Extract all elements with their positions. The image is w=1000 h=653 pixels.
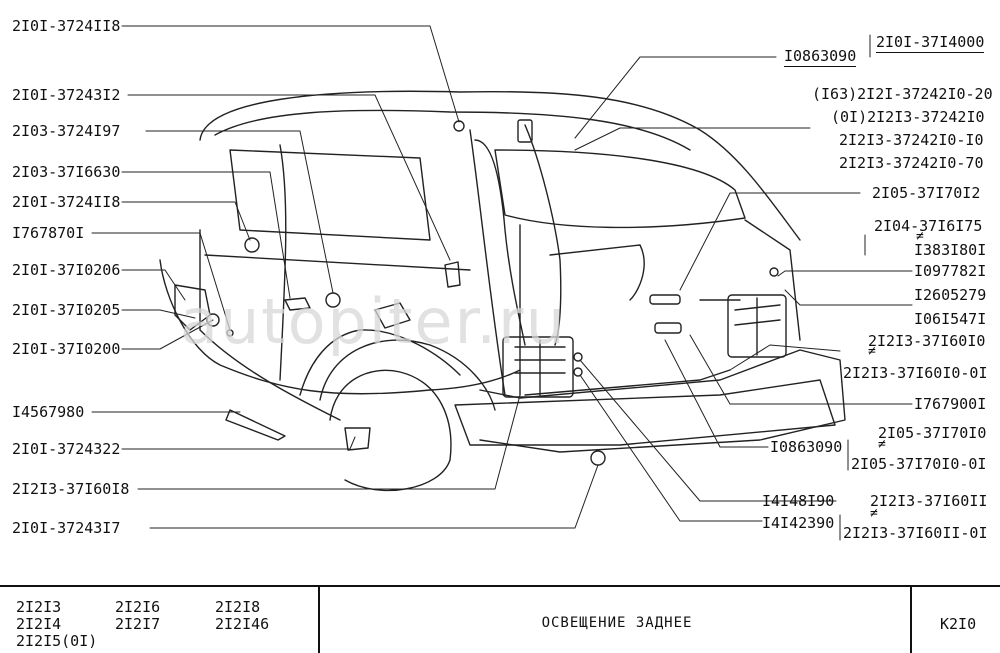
callout-label: (0I)2I2I3-37242I0 xyxy=(831,108,985,126)
rear-window xyxy=(494,149,746,229)
callout-label: I383I80I xyxy=(914,241,987,259)
lower-harness-part xyxy=(225,409,286,441)
not-equal-mark: ≠ xyxy=(870,506,878,521)
tail-lamp-left xyxy=(502,336,574,398)
callout-label: 2I05-37I70I2 xyxy=(872,184,981,202)
door-line xyxy=(204,254,471,271)
callout-label: I0863090 xyxy=(784,47,857,67)
callout-label: I767870I xyxy=(12,224,85,242)
bulb-1 xyxy=(573,352,583,362)
side-marker xyxy=(374,302,411,329)
harness-loop xyxy=(299,329,461,396)
callout-label: 2I0I-37I4000 xyxy=(876,33,985,53)
model-code: 2I2I5(0I) xyxy=(16,632,98,650)
harness-hatch xyxy=(549,244,645,301)
roof-inner xyxy=(214,109,691,151)
callout-label: I4567980 xyxy=(12,403,85,421)
callout-label: 2I2I3-37242I0-I0 xyxy=(839,131,984,149)
callout-label: 2I0I-3724322 xyxy=(12,440,121,458)
clip xyxy=(444,261,461,288)
side-window xyxy=(229,149,431,241)
roof-outline xyxy=(199,90,801,241)
model-code: 2I2I46 xyxy=(215,615,270,633)
harness-left xyxy=(159,259,521,395)
diagram-title: ОСВЕЩЕНИЕ ЗАДНЕЕ xyxy=(541,615,693,631)
callout-label: 2I03-37I6630 xyxy=(12,163,121,181)
callout-label: 2I0I-37I0205 xyxy=(12,301,121,319)
not-equal-mark: ≠ xyxy=(878,437,886,452)
callout-label: 2I05-37I70I0-0I xyxy=(851,455,987,473)
screw xyxy=(769,267,779,277)
callout-label: I0863090 xyxy=(770,438,843,456)
grommet-2 xyxy=(244,237,260,253)
callout-label: 2I0I-37I0200 xyxy=(12,340,121,358)
divider xyxy=(910,587,912,653)
wire-a xyxy=(279,144,287,381)
title-block: 2I2I3 2I2I4 2I2I5(0I) 2I2I6 2I2I7 2I2I8 … xyxy=(0,585,1000,653)
bumper xyxy=(454,379,836,446)
callout-label: 2I2I3-37242I0-70 xyxy=(839,154,984,172)
callout-label: 2I0I-3724II8 xyxy=(12,193,121,211)
connector xyxy=(284,297,311,311)
model-code: 2I2I4 xyxy=(16,615,62,633)
not-equal-mark: ≠ xyxy=(916,229,924,244)
not-equal-mark: ≠ xyxy=(868,344,876,359)
rear-pillar xyxy=(469,129,506,396)
body-side xyxy=(199,229,341,421)
callout-label: I2605279 xyxy=(914,286,987,304)
callout-label: 2I0I-37I0206 xyxy=(12,261,121,279)
callout-label: 2I04-37I6I75 xyxy=(874,217,983,235)
model-code: 2I2I3 xyxy=(16,598,62,616)
callout-label: I06I547I xyxy=(914,310,987,328)
plate-lamp-2 xyxy=(654,322,682,334)
wheel xyxy=(329,369,452,492)
model-code: 2I2I8 xyxy=(215,598,261,616)
tail-lamp-right xyxy=(727,294,787,358)
bracket-left xyxy=(174,284,211,331)
callout-label: 2I2I3-37I60I0 xyxy=(868,332,986,350)
plate-lamp xyxy=(649,294,681,305)
grommet-4 xyxy=(590,450,606,466)
model-code: 2I2I7 xyxy=(115,615,161,633)
callout-label: 2I05-37I70I0 xyxy=(878,424,987,442)
body-right xyxy=(744,219,801,341)
callout-label: (I63)2I2I-37242I0-20 xyxy=(812,85,993,103)
top-lamp xyxy=(517,119,533,143)
callout-label: 2I03-3724I97 xyxy=(12,122,121,140)
callout-label: 2I2I3-37I60I8 xyxy=(12,480,130,498)
callout-label: I767900I xyxy=(914,395,987,413)
callout-label: 2I2I3-37I60II xyxy=(870,492,988,510)
callout-label: I4I48I90 xyxy=(762,492,835,510)
pad xyxy=(344,427,371,451)
watermark: autopiter.ru xyxy=(180,285,567,358)
callout-label: 2I0I-37243I7 xyxy=(12,519,121,537)
callout-label: I097782I xyxy=(914,262,987,280)
rear-lighting-diagram xyxy=(91,25,913,541)
harness-top xyxy=(524,124,562,346)
callout-label: 2I2I3-37I60II-0I xyxy=(843,524,988,542)
lower-body xyxy=(479,349,846,453)
harness-lower xyxy=(524,369,731,396)
bulb-2 xyxy=(573,367,583,377)
divider xyxy=(318,587,320,653)
callout-label: I4I42390 xyxy=(762,514,835,532)
sheet-number: K2I0 xyxy=(940,615,977,633)
callout-label: 2I2I3-37I60I0-0I xyxy=(843,364,988,382)
wheel-arch xyxy=(319,339,496,411)
callout-label: 2I0I-37243I2 xyxy=(12,86,121,104)
harness-pillar xyxy=(474,139,526,346)
callout-label: 2I0I-3724II8 xyxy=(12,17,121,35)
model-code: 2I2I6 xyxy=(115,598,161,616)
